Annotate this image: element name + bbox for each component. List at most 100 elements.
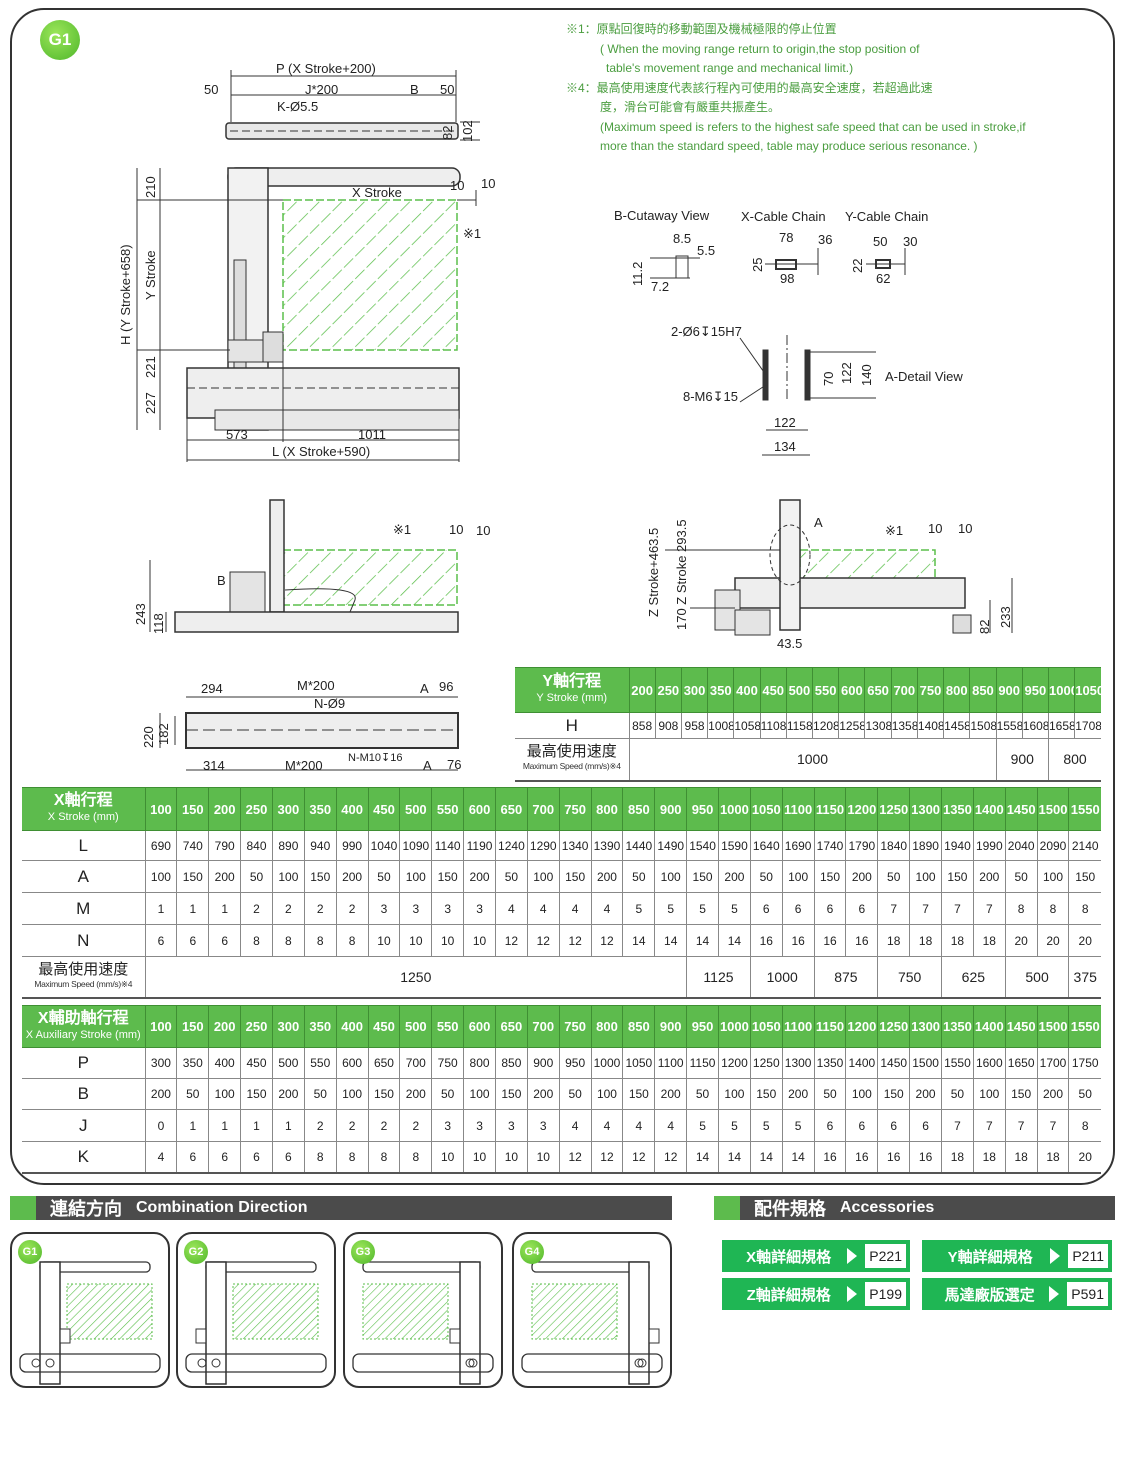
- table-cell: 8: [271, 924, 305, 957]
- combination-diagram: [19, 1261, 161, 1385]
- cable-chain-details: [650, 248, 906, 279]
- label-b-cutaway: B-Cutaway View: [614, 208, 710, 223]
- dim-10e: 10: [928, 521, 942, 536]
- table-cell: 1750: [1068, 1047, 1101, 1079]
- max-speed-value: 1250: [144, 956, 688, 999]
- table-cell: 2: [271, 892, 305, 925]
- column-header: 550: [431, 787, 465, 831]
- max-speed-value: 375: [1068, 956, 1101, 999]
- dim-134: 134: [774, 439, 796, 454]
- header-label-en: Y Stroke (mm): [536, 692, 608, 704]
- table-cell: 6: [845, 1109, 879, 1142]
- column-header: 800: [590, 1005, 624, 1048]
- table-cell: 1940: [941, 830, 974, 861]
- max-speed-value: 1000: [749, 956, 815, 999]
- note-ref-1: ※1: [463, 226, 481, 241]
- table-cell: 14: [781, 1141, 815, 1174]
- table-cell: 7: [1004, 1109, 1038, 1142]
- table-cell: 1408: [916, 712, 945, 739]
- combination-card-g1[interactable]: G1: [10, 1232, 170, 1388]
- table-cell: 7: [972, 892, 1006, 925]
- dim-m200-top: M*200: [297, 678, 335, 693]
- dim-573: 573: [226, 427, 248, 442]
- column-header: 1250: [877, 787, 911, 831]
- combination-card-g2[interactable]: G2: [176, 1232, 336, 1388]
- max-speed-label-en: Maximum Speed (mm/s)※4: [522, 761, 621, 772]
- dim-10b: 10: [481, 176, 495, 191]
- table-cell: 600: [335, 1047, 369, 1079]
- combination-card-g3[interactable]: G3: [343, 1232, 503, 1388]
- table-cell: 1350: [813, 1047, 847, 1079]
- dim-122-v: 122: [839, 362, 854, 384]
- page-ref: P221: [865, 1244, 906, 1268]
- g1-badge: G1: [40, 20, 80, 60]
- table-cell: 50: [813, 1078, 847, 1110]
- dim-a-top: A: [420, 681, 429, 696]
- table-cell: 7: [941, 1109, 974, 1142]
- dim-k: K-Ø5.5: [277, 99, 318, 114]
- table-cell: 1540: [686, 830, 719, 861]
- button-label: Z軸詳細規格: [746, 1286, 831, 1304]
- max-speed-label-en: Maximum Speed (mm/s)※4: [34, 978, 133, 989]
- column-header: 1050: [749, 1005, 783, 1048]
- table-cell: 1250: [749, 1047, 783, 1079]
- table-cell: 100: [717, 1078, 751, 1110]
- play-arrow-icon: [847, 1286, 858, 1302]
- technical-drawings: P (X Stroke+200) 50 J*200 B 50 K-Ø5.5 82…: [118, 61, 1013, 773]
- table-cell: 50: [941, 1078, 974, 1110]
- table-cell: 14: [717, 1141, 751, 1174]
- column-header: 100: [144, 787, 178, 831]
- notes: ※1：原點回復時的移動範圍及機械極限的停止位置 ( When the movin…: [566, 20, 1106, 157]
- table-cell: 6: [240, 1141, 273, 1174]
- table-cell: 1740: [813, 830, 847, 861]
- max-speed-value: 625: [941, 956, 1006, 999]
- dim-j200: J*200: [305, 82, 338, 97]
- table-cell: 1040: [367, 830, 401, 861]
- note-4-en: (Maximum speed is refers to the highest …: [600, 119, 1026, 134]
- column-header: 500: [399, 787, 433, 831]
- table-cell: 18: [972, 1141, 1006, 1174]
- note-4-cn: ※4：最高使用速度代表該行程內可使用的最高安全速度，若超過此速: [566, 80, 933, 95]
- combination-card-g4[interactable]: G4: [512, 1232, 672, 1388]
- table-cell: 790: [208, 830, 242, 861]
- table-cell: 1: [176, 1109, 210, 1142]
- table-cell: 2040: [1004, 830, 1038, 861]
- table-cell: 1358: [890, 712, 918, 739]
- dim-10c: 10: [449, 522, 463, 537]
- table-cell: 1258: [838, 712, 866, 739]
- header-label-en: X Stroke (mm): [47, 811, 119, 823]
- table-cell: 100: [654, 860, 688, 893]
- table-cell: 50: [494, 860, 528, 893]
- note-1-en: ( When the moving range return to origin…: [600, 41, 920, 56]
- motor-icon: [465, 1358, 475, 1368]
- table-cell: 3: [399, 892, 433, 925]
- dim-294: 294: [201, 681, 223, 696]
- table-cell: 5: [686, 892, 719, 925]
- table-cell: 12: [590, 1141, 624, 1174]
- table-cell: 150: [367, 1078, 401, 1110]
- dim-122-h: 122: [774, 415, 796, 430]
- table-cell: 3: [367, 892, 401, 925]
- table-cell: 1690: [781, 830, 815, 861]
- table-cell: 5: [686, 1109, 719, 1142]
- table-cell: 1108: [759, 712, 787, 739]
- motor-icon: [45, 1358, 55, 1368]
- column-header: 1500: [1036, 1005, 1070, 1048]
- column-header: 250: [240, 787, 273, 831]
- table-cell: 1890: [909, 830, 942, 861]
- row-label: H: [515, 712, 630, 739]
- table-cell: 14: [686, 1141, 719, 1174]
- motor-icon: [197, 1358, 207, 1368]
- card-badge: G2: [184, 1240, 208, 1264]
- table-cell: 50: [1068, 1078, 1101, 1110]
- dim-140: 140: [859, 364, 874, 386]
- dim-78: 78: [779, 230, 793, 245]
- table-cell: 200: [1036, 1078, 1070, 1110]
- table-cell: 1700: [1036, 1047, 1070, 1079]
- card-badge: G4: [520, 1240, 544, 1264]
- table-cell: 150: [1068, 860, 1101, 893]
